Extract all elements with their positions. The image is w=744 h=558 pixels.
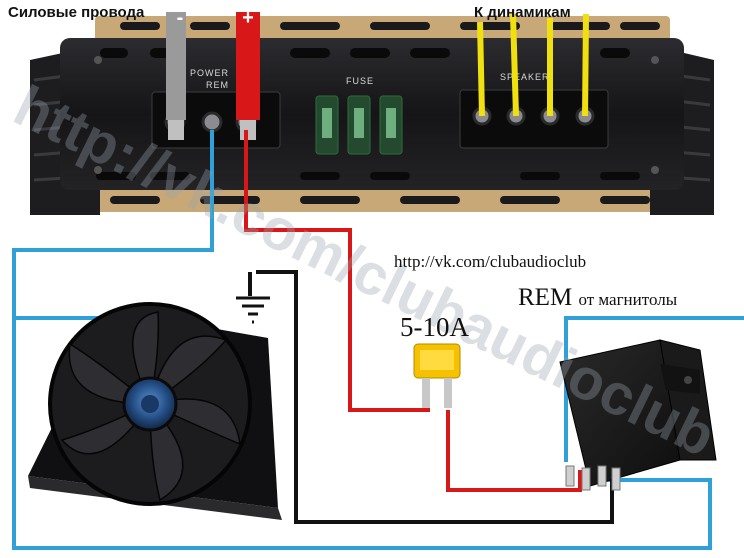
- amp-fuse: [347, 95, 371, 155]
- amplifier: POWER REM FUSE SPEAKER: [30, 16, 714, 215]
- fuse-rating-label: 5-10A: [400, 312, 469, 342]
- rem-terminal-label: REM: [206, 80, 229, 90]
- source-url: http://vk.com/clubaudioclub: [394, 252, 587, 271]
- speaker-section-label: SPEAKER: [500, 72, 550, 82]
- power-section-label: POWER: [190, 68, 229, 78]
- red-wire-to-fuse: [244, 130, 430, 412]
- speaker-wires: [477, 13, 589, 117]
- minus-power-wire: [166, 12, 186, 140]
- amp-fuse: [315, 95, 339, 155]
- rem-terminal: [201, 111, 223, 133]
- ground-symbol-icon: [236, 296, 270, 324]
- rem-text: REM: [518, 284, 573, 311]
- red-wire-to-relay: [446, 410, 582, 492]
- plus-sign: +: [242, 7, 254, 29]
- speakers-label: К динамикам: [474, 4, 571, 21]
- minus-sign: -: [176, 7, 184, 29]
- speaker-terminal-block: SPEAKER: [459, 72, 609, 149]
- relay-pins: [565, 465, 621, 491]
- cooling-fan: [28, 302, 282, 520]
- ground-wires: [248, 270, 614, 524]
- relay: [559, 339, 717, 491]
- power-wires-label: Силовые провода: [8, 4, 145, 21]
- fuse-section-label: FUSE: [346, 76, 374, 86]
- fuse-block: FUSE: [315, 76, 403, 155]
- plus-power-wire: [236, 12, 260, 140]
- from-headunit-text: от магнитолы: [578, 290, 678, 309]
- amp-fuse: [379, 95, 403, 155]
- rem-label: REM от магнитолы: [518, 284, 677, 312]
- inline-fuse: [413, 343, 461, 408]
